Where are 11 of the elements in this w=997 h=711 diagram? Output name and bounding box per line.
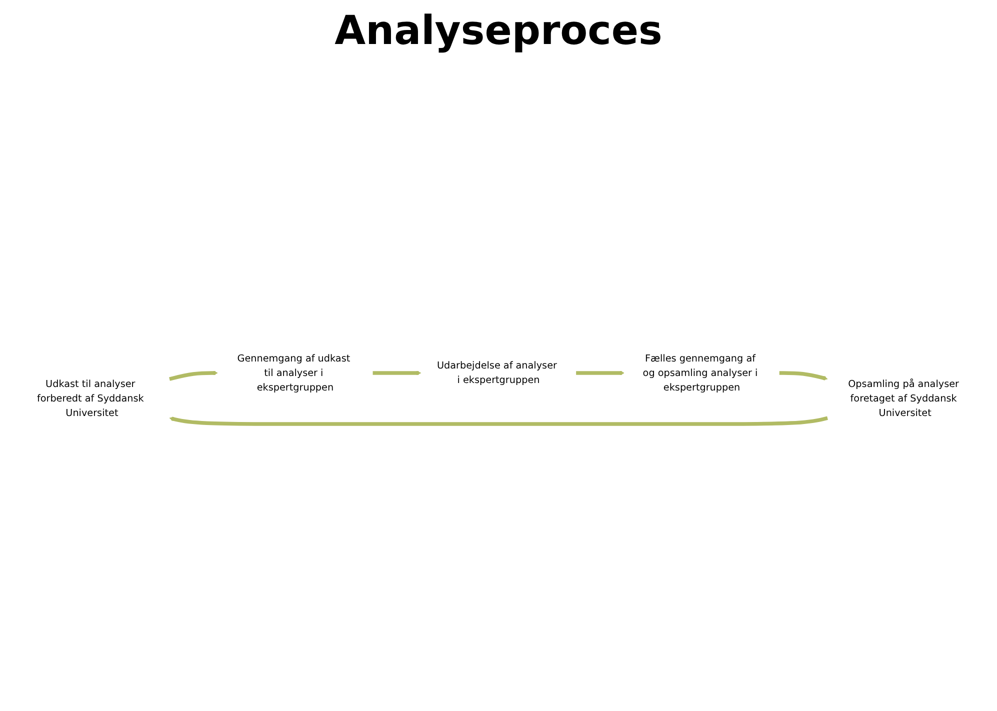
arrow [169, 416, 828, 426]
arrow [576, 370, 624, 376]
diagram-title: Analyseproces [334, 8, 662, 54]
arrow [169, 370, 218, 381]
node-text: Fælles gennemgang af og opsamling analyser i ekspertgruppen [642, 352, 758, 393]
arrow [372, 370, 422, 376]
node-text: Udkast til analyser forberedt af Syddansk Universitet [36, 378, 144, 418]
node-text: Opsamling på analyser foretaget af Syddansk Universitet [848, 378, 959, 418]
arrow [779, 370, 828, 380]
node-text: Gennemgang af udkast til analyser i ekspertgruppen [237, 352, 350, 393]
node-text: Udarbejdelse af analyser i ekspertgruppen [436, 360, 557, 386]
